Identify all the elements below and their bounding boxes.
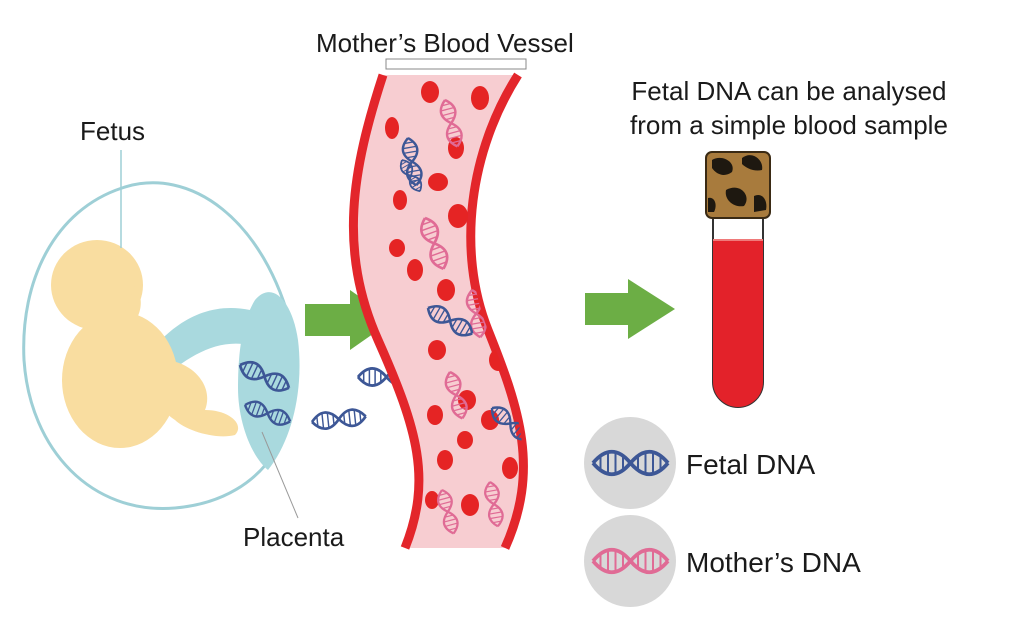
red-blood-cell-icon (393, 190, 407, 210)
free-fetal-dna-2 (309, 406, 368, 432)
blood-tube-icon (705, 151, 771, 408)
tube-cap (705, 151, 771, 219)
fetal-dna-legend-label: Fetal DNA (686, 449, 816, 480)
vessel-label: Mother’s Blood Vessel (316, 28, 574, 58)
placenta-pointer-line (261, 431, 299, 519)
analysis-caption-line-1: Fetal DNA can be analysed (631, 76, 947, 106)
legend (584, 417, 676, 607)
right-arrow-icon (585, 279, 675, 339)
red-blood-cell-icon (457, 431, 473, 449)
red-blood-cell-icon (461, 494, 479, 516)
red-blood-cell-icon (437, 450, 453, 470)
blood-vessel (348, 58, 528, 550)
mother-dna-legend-label: Mother’s DNA (686, 547, 861, 578)
red-blood-cell-icon (389, 239, 405, 257)
analysis-caption-line-2: from a simple blood sample (630, 110, 948, 140)
red-blood-cell-icon (481, 410, 499, 430)
red-blood-cell-icon (448, 204, 468, 228)
red-blood-cell-icon (458, 390, 476, 410)
vessel-top-rim (385, 58, 527, 70)
red-blood-cell-icon (471, 86, 489, 110)
red-blood-cell-icon (428, 340, 446, 360)
analysis-caption: Fetal DNA can be analysed from a simple … (630, 74, 948, 142)
fetus-label: Fetus (80, 116, 146, 146)
red-blood-cell-icon (437, 279, 455, 301)
red-blood-cell-icon (502, 457, 518, 479)
red-blood-cell-icon (385, 117, 399, 139)
fetus (51, 240, 239, 448)
red-blood-cell-icon (421, 81, 439, 103)
red-blood-cell-icon (427, 405, 443, 425)
red-blood-cell-icon (428, 173, 448, 191)
red-blood-cell-icon (407, 259, 423, 281)
red-blood-cell-icon (425, 491, 439, 509)
placenta-label: Placenta (243, 522, 345, 552)
